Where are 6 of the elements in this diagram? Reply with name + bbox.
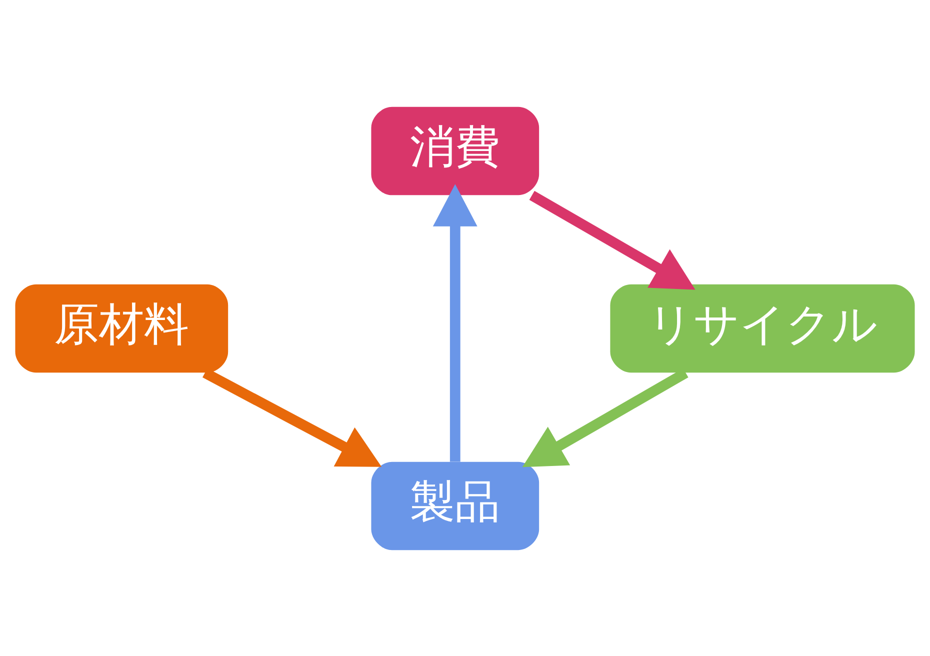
node-box: 原材料 bbox=[15, 284, 228, 372]
arrow bbox=[432, 184, 478, 462]
node-box: 製品 bbox=[371, 461, 540, 550]
node-box: 消費 bbox=[371, 106, 540, 195]
arrow bbox=[529, 190, 696, 290]
node-box: リサイクル bbox=[610, 284, 915, 372]
